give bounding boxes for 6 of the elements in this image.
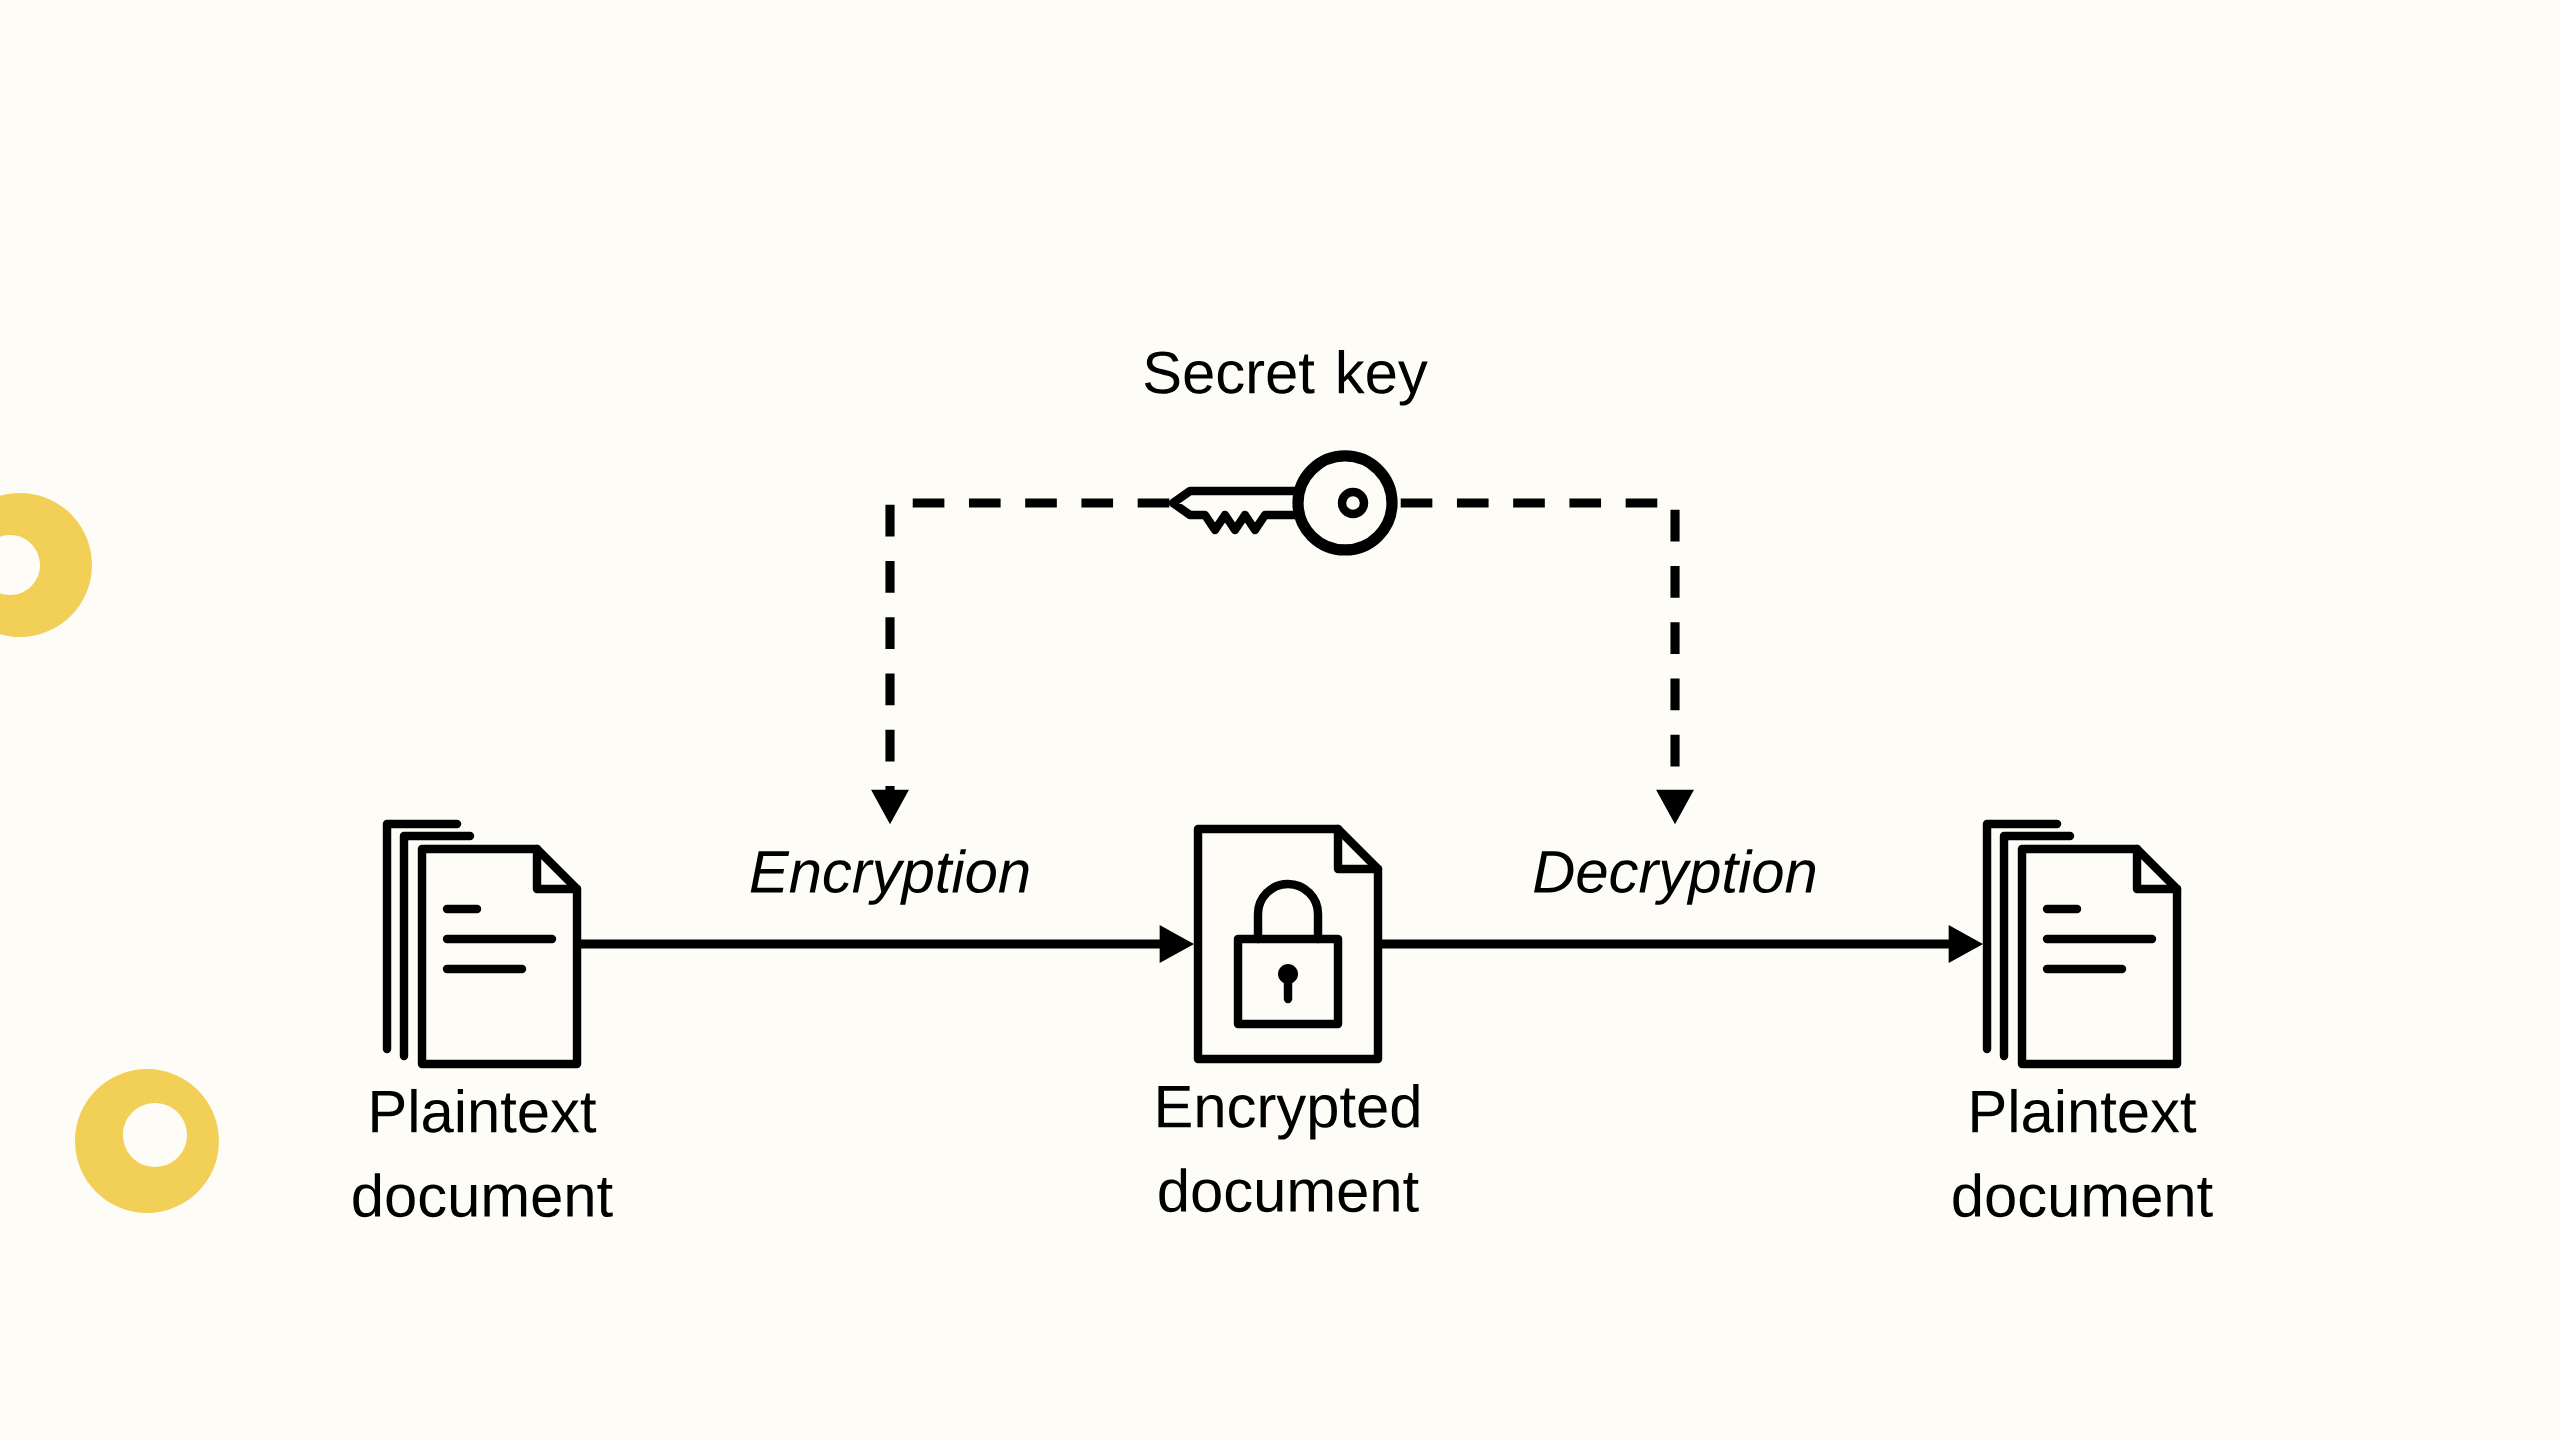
node-label: Encrypted document	[1158, 1083, 1419, 1213]
node-label: Secret key	[1144, 349, 1428, 406]
edge-label: Encryption	[741, 842, 1039, 912]
node-label: Plaintext document	[1953, 1088, 2213, 1218]
node-label: Plaintext document	[353, 1088, 613, 1218]
edge-label: Decryption	[1525, 842, 1825, 912]
